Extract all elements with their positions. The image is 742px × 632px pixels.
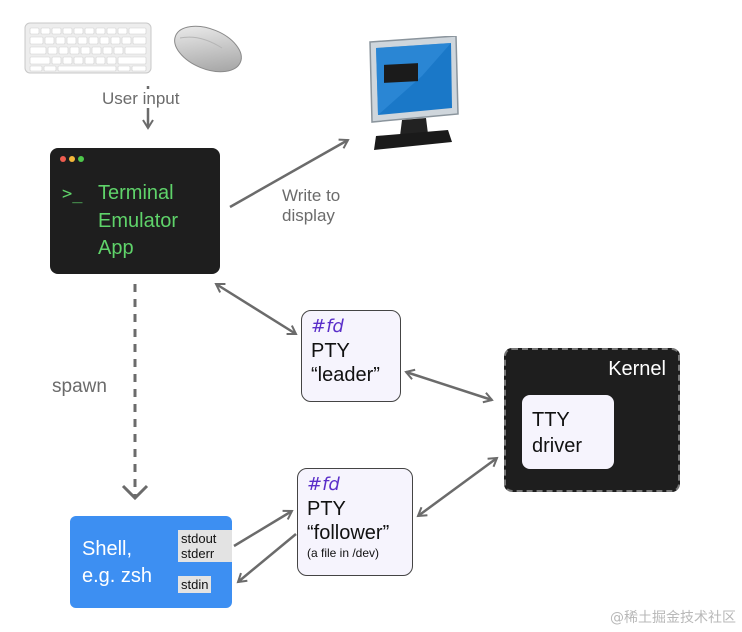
- user-input-label: User input: [102, 89, 180, 108]
- write-to-display-label: Write to display: [282, 186, 341, 225]
- window-close-dot: [60, 156, 66, 162]
- pty-follower-fd: #fd: [307, 474, 340, 495]
- leader-kernel-arrow: [404, 368, 494, 404]
- spawn-label: spawn: [50, 376, 109, 397]
- follower-to-stdin-arrow: [236, 533, 297, 584]
- pty-follower-note: (a file in /dev): [307, 546, 380, 560]
- terminal-label: >_Terminal Emulator App: [62, 182, 179, 259]
- follower-kernel-arrow: [416, 456, 499, 518]
- terminal-leader-arrow: [214, 282, 298, 336]
- write-to-display-arrow: [229, 138, 350, 209]
- pty-leader-fd: #fd: [311, 316, 344, 337]
- stdout-to-follower-arrow: [233, 509, 294, 548]
- kernel-title: Kernel: [608, 358, 666, 380]
- pty-leader-role: “leader”: [311, 364, 380, 386]
- window-minimize-dot: [69, 156, 75, 162]
- stdin-label: stdin: [178, 576, 212, 593]
- pty-leader-box: #fd PTY “leader”: [301, 310, 401, 402]
- terminal-emulator-app: >_Terminal Emulator App: [50, 148, 220, 274]
- kernel-box: Kernel TTY driver: [504, 348, 680, 492]
- pty-follower-box: #fd PTY “follower” (a file in /dev): [297, 468, 413, 576]
- pty-leader-title: PTY: [311, 340, 350, 362]
- stdout-stderr-label: stdout stderr: [178, 530, 232, 562]
- terminal-prompt-icon: >_: [62, 184, 83, 204]
- window-maximize-dot: [78, 156, 84, 162]
- pty-follower-role: “follower”: [307, 522, 390, 544]
- watermark: @稀土掘金技术社区: [610, 610, 736, 626]
- keyboard-icon: [24, 22, 152, 74]
- mouse-icon: [174, 25, 242, 73]
- pty-follower-title: PTY: [307, 498, 346, 520]
- shell-label: Shell, e.g. zsh: [82, 538, 153, 587]
- monitor-icon: [369, 36, 459, 150]
- shell-box: Shell, e.g. zsh stdout stderr stdin: [70, 516, 232, 608]
- tty-driver-box: TTY driver: [522, 395, 614, 469]
